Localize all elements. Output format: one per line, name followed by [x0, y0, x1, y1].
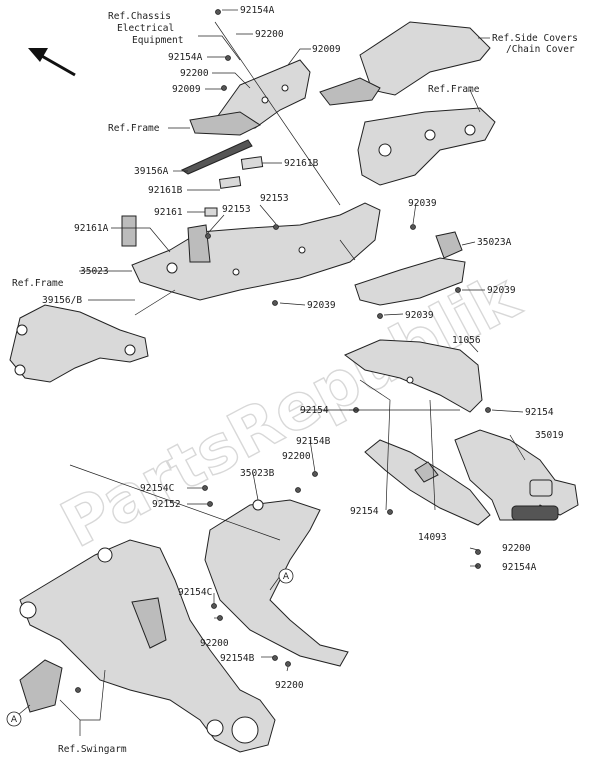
part-label-92154b-b: 92154B — [220, 653, 255, 664]
part-label-92200-b: 92200 — [502, 543, 531, 554]
frame-right-part — [357, 107, 496, 186]
part-label-92154c-b: 92154C — [178, 587, 212, 598]
part-label-14093: 14093 — [418, 532, 447, 543]
ref-chassis-line2: Electrical — [117, 23, 174, 34]
part-label-35023b: 35023B — [240, 468, 275, 479]
part-label-92161a: 92161A — [74, 223, 109, 234]
part-number-labels: 92154A 92200 92009 92154A 92200 92009 39… — [42, 5, 564, 691]
upper-bracket-part — [189, 59, 311, 136]
part-label-11056: 11056 — [452, 335, 481, 346]
reference-labels: Ref.Chassis Electrical Equipment Ref.Sid… — [12, 11, 578, 755]
callout-a-lower-label: A — [11, 715, 18, 725]
part-label-92009-top: 92009 — [312, 44, 341, 55]
part-label-39156b: 39156/B — [42, 295, 82, 306]
direction-arrow — [28, 48, 76, 77]
ref-frame-mid: Ref.Frame — [108, 123, 160, 134]
bracket-11056-part — [344, 339, 483, 413]
part-label-92154c-a: 92154C — [140, 483, 174, 494]
part-label-92153-b: 92153 — [222, 204, 251, 215]
callout-a-lower: A — [6, 711, 22, 727]
part-label-92153-a: 92153 — [260, 193, 289, 204]
ref-chassis-line3: Equipment — [132, 35, 183, 46]
part-label-92039-a: 92039 — [408, 198, 437, 209]
part-label-35023a: 35023A — [477, 237, 512, 248]
part-label-92154a-b: 92154A — [502, 562, 537, 573]
side-cover-part — [319, 21, 491, 106]
ref-swingarm: Ref.Swingarm — [58, 744, 127, 755]
seal-strips — [121, 139, 264, 247]
ref-frame-left: Ref.Frame — [12, 278, 64, 289]
part-label-92039-d: 92039 — [405, 310, 434, 321]
part-label-92039-c: 92039 — [487, 285, 516, 296]
part-label-39156a: 39156A — [134, 166, 169, 177]
part-label-92154-b: 92154 — [525, 407, 554, 418]
part-label-92009-2: 92009 — [172, 84, 201, 95]
ref-frame-right: Ref.Frame — [428, 84, 480, 95]
cover-35023a-part — [354, 231, 466, 306]
part-label-92154a-top: 92154A — [240, 5, 275, 16]
part-label-92200-a: 92200 — [282, 451, 311, 462]
part-label-92154-c: 92154 — [350, 506, 379, 517]
frame-left-part — [9, 304, 149, 383]
mudguard-14093-part — [364, 439, 491, 526]
part-label-92200-d: 92200 — [275, 680, 304, 691]
chain-guard-35023b-part — [204, 499, 349, 667]
part-label-35019: 35019 — [535, 430, 564, 441]
part-label-92200-top: 92200 — [255, 29, 284, 40]
ref-chassis-line1: Ref.Chassis — [108, 11, 171, 22]
part-label-92152: 92152 — [152, 499, 181, 510]
swingarm-part — [19, 539, 276, 753]
part-label-92200-2: 92200 — [180, 68, 209, 79]
callout-a-upper: A — [278, 568, 294, 584]
ref-side-covers-line2: /Chain Cover — [506, 44, 575, 55]
part-label-92161b-b: 92161B — [148, 185, 183, 196]
part-label-92161b-a: 92161B — [284, 158, 319, 169]
ref-side-covers-line1: Ref.Side Covers — [492, 33, 578, 44]
part-label-92200-c: 92200 — [200, 638, 229, 649]
part-label-92154a-2: 92154A — [168, 52, 203, 63]
part-label-92154-a: 92154 — [300, 405, 329, 416]
part-label-35023: 35023 — [80, 266, 109, 277]
part-label-92039-b: 92039 — [307, 300, 336, 311]
part-label-92154b-a: 92154B — [296, 436, 331, 447]
part-label-92161: 92161 — [154, 207, 183, 218]
callout-a-upper-label: A — [283, 572, 290, 582]
leader-lines — [11, 9, 526, 736]
